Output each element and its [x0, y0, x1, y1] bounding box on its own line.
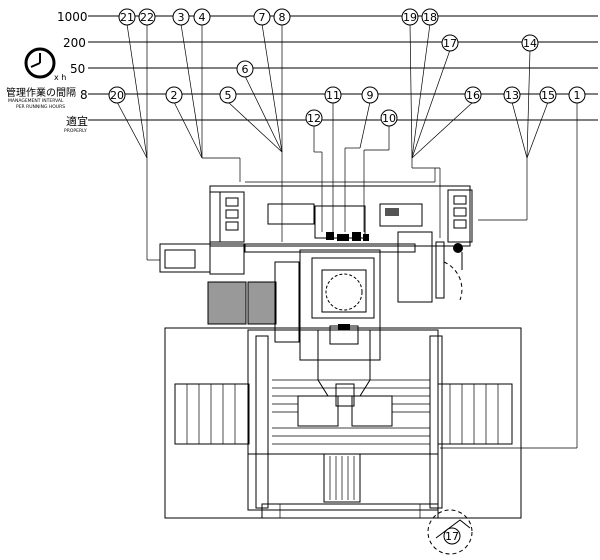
leader-lines	[116, 23, 578, 449]
callout-10[interactable]: 10	[380, 109, 398, 127]
inset-detail	[427, 509, 473, 555]
callout-15[interactable]: 15	[539, 86, 557, 104]
callout-17[interactable]: 17	[441, 34, 459, 52]
machine-body	[159, 185, 522, 519]
callout-16[interactable]: 16	[464, 86, 482, 104]
callout-21[interactable]: 21	[118, 8, 136, 26]
callout-13[interactable]: 13	[503, 86, 521, 104]
callout-12-label: 12	[307, 112, 321, 125]
callout-7-label: 7	[259, 11, 266, 24]
callout-13-label: 13	[505, 89, 519, 102]
level-200-label: 200	[63, 36, 86, 50]
callout-19[interactable]: 19	[401, 8, 419, 26]
callout-17-label: 17	[443, 37, 457, 50]
callout-22-label: 22	[140, 11, 154, 24]
callout-8[interactable]: 8	[273, 8, 291, 26]
callout-3-label: 3	[178, 11, 185, 24]
level-8-label: 8	[80, 88, 88, 102]
callout-20[interactable]: 20	[108, 86, 126, 104]
callout-18-label: 18	[423, 11, 437, 24]
callout-22[interactable]: 22	[138, 8, 156, 26]
level-1000-label: 1000	[57, 10, 88, 24]
legend-title-en-1: MANAGEMENT INTERVAL	[8, 98, 64, 104]
callout-6-label: 6	[242, 63, 249, 76]
callout-11-label: 11	[326, 89, 340, 102]
callout-16-label: 16	[466, 89, 480, 102]
inset-callout-17[interactable]: 17	[443, 527, 461, 545]
callout-7[interactable]: 7	[253, 8, 271, 26]
callout-10-label: 10	[382, 112, 396, 125]
callout-9[interactable]: 9	[361, 86, 379, 104]
callout-15-label: 15	[541, 89, 555, 102]
callout-8-label: 8	[279, 11, 286, 24]
callout-6[interactable]: 6	[236, 60, 254, 78]
callout-2[interactable]: 2	[165, 86, 183, 104]
callout-18[interactable]: 18	[421, 8, 439, 26]
callout-4[interactable]: 4	[193, 8, 211, 26]
callout-21-label: 21	[120, 11, 134, 24]
level-50-label: 50	[70, 62, 85, 76]
legend-title-en-2: PER RUNNING HOURS	[16, 104, 65, 110]
callout-20-label: 20	[110, 89, 124, 102]
callout-12[interactable]: 12	[305, 109, 323, 127]
callout-14[interactable]: 14	[521, 34, 539, 52]
callout-3[interactable]: 3	[172, 8, 190, 26]
level-properly-label: 適宜	[66, 114, 88, 128]
callout-1-label: 1	[574, 89, 581, 102]
callout-11[interactable]: 11	[324, 86, 342, 104]
callout-2-label: 2	[171, 89, 178, 102]
callout-5-label: 5	[225, 89, 232, 102]
callout-19-label: 19	[403, 11, 417, 24]
callout-4-label: 4	[199, 11, 206, 24]
inset-callout-17-label: 17	[445, 530, 459, 543]
clock-icon	[24, 47, 56, 79]
clock-unit-label: x h	[54, 73, 66, 82]
properly-en-label: PROPERLY	[64, 128, 87, 134]
callout-1[interactable]: 1	[568, 86, 586, 104]
legend-title-jp: 管理作業の間隔	[6, 86, 76, 99]
callout-5[interactable]: 5	[219, 86, 237, 104]
callout-9-label: 9	[367, 89, 374, 102]
callout-14-label: 14	[523, 37, 537, 50]
